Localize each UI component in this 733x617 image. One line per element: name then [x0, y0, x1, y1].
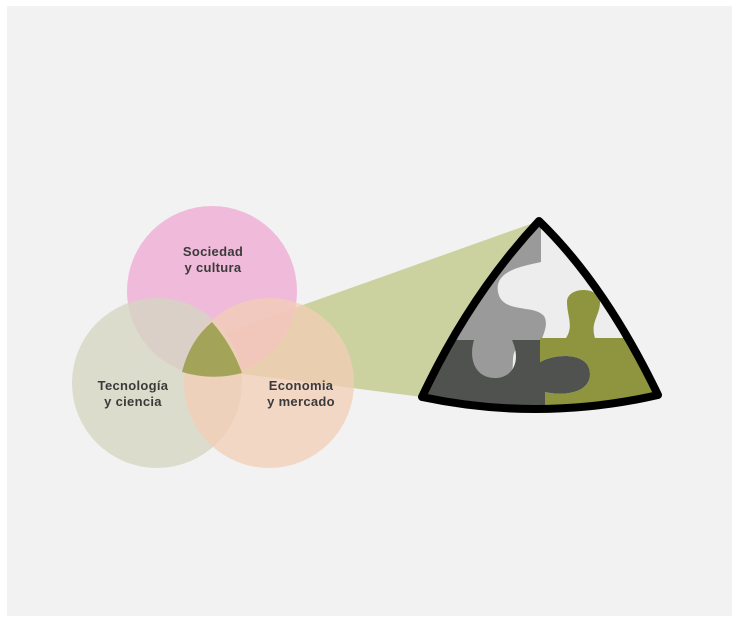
label-y-mercado: y mercado	[267, 394, 335, 409]
label-economia: Economia	[269, 378, 334, 393]
label-sociedad: Sociedad	[183, 244, 243, 259]
label-y-cultura: y cultura	[185, 260, 242, 275]
label-y-ciencia: y ciencia	[104, 394, 162, 409]
puzzle-piece-olive	[540, 290, 658, 410]
circle-economia-y-mercado	[184, 298, 354, 468]
label-tecnologia: Tecnología	[98, 378, 169, 393]
puzzle-triangle-outline	[418, 217, 662, 413]
venn-intersection	[182, 322, 242, 377]
